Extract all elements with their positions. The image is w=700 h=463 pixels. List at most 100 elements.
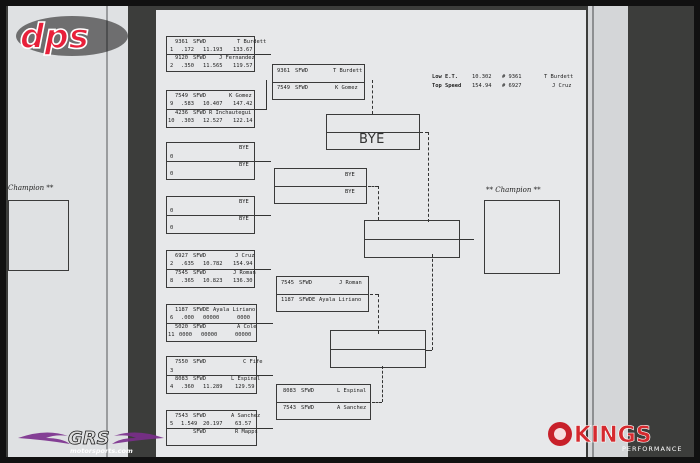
bracket-entry-field: 2 (170, 261, 174, 267)
bracket-entry-field: 9361 (277, 68, 290, 74)
bracket-entry-field: 1187 (175, 307, 188, 313)
bracket-entry-field: 4236 (175, 110, 188, 116)
bracket-entry-field: SFWD (193, 93, 206, 99)
bracket-entry-field: .303 (181, 118, 194, 124)
bracket-entry-field: 8083 (283, 388, 296, 394)
bracket-entry-field: .635 (181, 261, 194, 267)
bracket-entry-field: 7549 (175, 93, 188, 99)
connector (266, 80, 267, 110)
connector (257, 323, 273, 324)
bracket-entry-field: Ayala Liriano (213, 307, 256, 313)
low-et-car: # 9361 (502, 74, 522, 80)
dps-logo-text: dps (20, 17, 89, 57)
connector (255, 215, 271, 216)
bracket-entry-field: SFWDE (299, 297, 316, 303)
bracket-entry-field: .350 (181, 63, 194, 69)
connector (432, 254, 433, 350)
bracket-entry-field: SFWD (299, 280, 312, 286)
bracket-entry-field: 10.823 (203, 278, 223, 284)
bracket-entry-field: K Gomez (229, 93, 252, 99)
bracket-entry-field: BYE (345, 189, 355, 195)
bracket-entry-field: 10.407 (203, 101, 223, 107)
bracket-entry-field: J Roman (233, 270, 256, 276)
bracket-entry-field: 63.57 (235, 421, 252, 427)
bracket-entry-field: SFWD (301, 388, 314, 394)
bracket-entry-field: 20.197 (203, 421, 223, 427)
bracket-entry-field: 7543 (175, 413, 188, 419)
bracket-entry-field: SFWD (193, 413, 206, 419)
r3-match-1: BYE (326, 114, 420, 150)
bracket-entry-field: Ayala Liriano (319, 297, 362, 303)
bracket-entry-field: 11.565 (203, 63, 223, 69)
bracket-entry-field: 0 (170, 208, 174, 214)
bracket-entry-field: 9120 (175, 55, 188, 61)
left-bracket-sheet: Champion ** (8, 6, 128, 457)
bracket-entry-field: 4 (170, 384, 174, 390)
bracket-entry-field: 11.193 (203, 47, 223, 53)
bracket-entry-field: 9361 (175, 39, 188, 45)
bracket-entry-field: SFWD (193, 55, 206, 61)
bracket-entry-field: BYE (345, 172, 355, 178)
grs-logo-mark: GRS motorsports.com (18, 428, 164, 455)
bracket-entry-field: A Sanchez (337, 405, 367, 411)
champion-box (484, 200, 560, 274)
left-champion-box (8, 200, 69, 271)
bracket-entry-field: 0 (170, 171, 174, 177)
connector (378, 186, 379, 220)
low-et-label: Low E.T. (432, 74, 458, 80)
connector (257, 428, 273, 429)
bracket-entry-field: 147.42 (233, 101, 253, 107)
r3-match-2 (330, 330, 426, 368)
bracket-entry-field: 11.289 (203, 384, 223, 390)
grs-logo-sub: motorsports.com (70, 447, 133, 455)
bracket-entry-field: 136.30 (233, 278, 253, 284)
bracket-entry-field: 7550 (175, 359, 188, 365)
bracket-entry-field: .172 (181, 47, 194, 53)
bracket-entry-field: 00000 (201, 332, 218, 338)
bracket-entry-field: 5020 (175, 324, 188, 330)
kings-logo-sub: PERFORMANCE (622, 445, 682, 453)
top-speed-driver: J Cruz (552, 83, 572, 89)
bracket-entry-field: .360 (181, 384, 194, 390)
bracket-entry-field: 8 (170, 278, 174, 284)
bracket-slot-bottom (365, 239, 459, 257)
bracket-entry-field: T Burdett (237, 39, 267, 45)
bracket-entry-field: 0 (170, 225, 174, 231)
connector (257, 375, 273, 376)
sheet-edge (106, 6, 108, 457)
bracket-entry-field: 129.59 (235, 384, 255, 390)
bracket-entry-field: 0000 (237, 315, 250, 321)
final-match (364, 220, 460, 258)
bracket-entry-field: 7545 (175, 270, 188, 276)
grs-logo: GRS motorsports.com (16, 424, 166, 457)
bracket-entry-field: 1.549 (181, 421, 198, 427)
low-et-driver: T Burdett (544, 74, 574, 80)
bracket-entry-field: SFWD (193, 110, 206, 116)
bracket-entry-field: 6927 (175, 253, 188, 259)
left-champion-label: Champion ** (8, 184, 54, 192)
kings-performance-logo: KINGS PERFORMANCE (546, 418, 694, 457)
bracket-entry-field: 119.57 (233, 63, 253, 69)
bracket-entry-field: .583 (181, 101, 194, 107)
